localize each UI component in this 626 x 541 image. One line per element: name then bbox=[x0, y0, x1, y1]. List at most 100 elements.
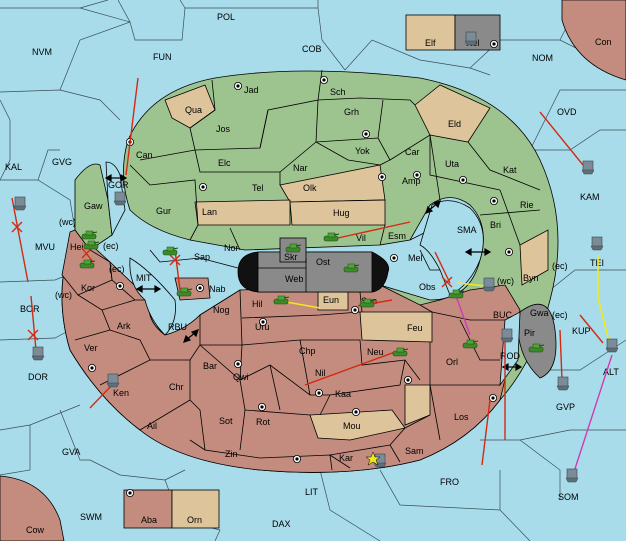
supply-center-dot-icon bbox=[507, 250, 511, 254]
label-kam: KAM bbox=[580, 192, 600, 202]
supply-center-dot-icon bbox=[322, 78, 326, 82]
label-sam: Sam bbox=[405, 446, 424, 456]
supply-center-dot-icon bbox=[354, 410, 358, 414]
orders-red bbox=[11, 77, 604, 466]
army-unit-icon[interactable] bbox=[323, 232, 340, 242]
army-unit-icon[interactable] bbox=[462, 339, 479, 349]
label-cob: COB bbox=[302, 44, 322, 54]
fleet-unit-icon[interactable] bbox=[31, 346, 45, 361]
label-nor: Nor bbox=[224, 243, 239, 253]
label-ovd: OVD bbox=[557, 107, 577, 117]
label-gvp: GVP bbox=[556, 402, 575, 412]
label-gva: GVA bbox=[62, 447, 80, 457]
supply-center-dot-icon bbox=[406, 378, 410, 382]
supply-center-dot-icon bbox=[198, 286, 202, 290]
label-olk: Olk bbox=[303, 183, 317, 193]
label-ver: Ver bbox=[84, 343, 98, 353]
label-dax: DAX bbox=[272, 519, 291, 529]
label-yok: Yok bbox=[355, 146, 370, 156]
label-eun: Eun bbox=[323, 295, 339, 305]
fleet-unit-icon[interactable] bbox=[13, 196, 27, 211]
label-esm: Esm bbox=[388, 231, 406, 241]
coast-tag-wc3: (wc) bbox=[497, 276, 514, 286]
army-unit-icon[interactable] bbox=[162, 246, 179, 256]
label-som: SOM bbox=[558, 492, 579, 502]
label-eld: Eld bbox=[448, 119, 461, 129]
label-nog: Nog bbox=[213, 305, 230, 315]
units bbox=[13, 31, 619, 483]
territory-orn[interactable] bbox=[171, 489, 220, 529]
fleet-unit-icon[interactable] bbox=[482, 277, 496, 292]
army-unit-icon[interactable] bbox=[343, 263, 360, 273]
label-mel: Mel bbox=[408, 253, 423, 263]
territory-pir[interactable] bbox=[517, 303, 557, 379]
army-unit-icon[interactable] bbox=[392, 347, 409, 357]
sea-sma-inlet[interactable] bbox=[419, 200, 484, 296]
fleet-unit-icon[interactable] bbox=[464, 31, 478, 46]
territory-lan[interactable] bbox=[194, 199, 291, 226]
army-unit-icon[interactable] bbox=[176, 287, 193, 297]
label-sch: Sch bbox=[330, 87, 346, 97]
label-car: Car bbox=[405, 147, 420, 157]
label-con: Con bbox=[595, 37, 612, 47]
army-unit-icon[interactable] bbox=[448, 289, 465, 299]
label-grh: Grh bbox=[344, 107, 359, 117]
army-unit-icon[interactable] bbox=[528, 343, 545, 353]
label-lit: LIT bbox=[305, 487, 319, 497]
label-ken: Ken bbox=[113, 388, 129, 398]
fleet-unit-icon[interactable] bbox=[500, 328, 514, 343]
label-byn: Byn bbox=[523, 273, 539, 283]
fleet-unit-icon[interactable] bbox=[556, 376, 570, 391]
label-pol: POL bbox=[217, 12, 235, 22]
territory-byn[interactable] bbox=[519, 229, 549, 286]
label-ost: Ost bbox=[316, 257, 331, 267]
supply-center-dot-icon bbox=[491, 396, 495, 400]
supply-center-dot-icon bbox=[492, 42, 496, 46]
supply-center-dot-icon bbox=[317, 391, 321, 395]
label-skr: Skr bbox=[284, 252, 298, 262]
territory-elf[interactable] bbox=[405, 14, 456, 51]
coast-tag-ec2: (ec) bbox=[109, 264, 125, 274]
territory-cow[interactable] bbox=[0, 475, 65, 541]
label-uta: Uta bbox=[445, 159, 459, 169]
fleet-unit-icon[interactable] bbox=[565, 468, 579, 483]
territory-gaw[interactable] bbox=[74, 163, 113, 251]
sea-rbu-inlet[interactable] bbox=[129, 257, 176, 336]
label-qua: Qua bbox=[185, 105, 202, 115]
army-unit-icon[interactable] bbox=[273, 295, 290, 305]
label-lan: Lan bbox=[202, 207, 217, 217]
label-nom: NOM bbox=[532, 53, 553, 63]
army-unit-icon[interactable] bbox=[359, 298, 376, 308]
label-tei: TEI bbox=[590, 258, 604, 268]
fleet-unit-icon[interactable] bbox=[113, 191, 127, 206]
fleet-unit-icon[interactable] bbox=[590, 236, 604, 251]
label-fro: FRO bbox=[440, 477, 459, 487]
label-los: Los bbox=[454, 412, 469, 422]
fleet-unit-icon[interactable] bbox=[605, 338, 619, 353]
label-rot: Rot bbox=[256, 417, 271, 427]
label-swm: SWM bbox=[80, 512, 102, 522]
army-unit-icon[interactable] bbox=[285, 243, 302, 253]
label-uru: Uru bbox=[255, 322, 270, 332]
coast-tag-ec1: (ec) bbox=[103, 241, 119, 251]
label-nvm: NVM bbox=[32, 47, 52, 57]
label-kal: KAL bbox=[5, 162, 22, 172]
label-gur: Gur bbox=[156, 206, 171, 216]
label-nil: Nil bbox=[315, 368, 326, 378]
supply-center-dot-icon bbox=[201, 185, 205, 189]
label-qwi: Qwi bbox=[233, 372, 249, 382]
supply-center-dot-icon bbox=[261, 320, 265, 324]
label-jad: Jad bbox=[244, 85, 259, 95]
territory-eld[interactable] bbox=[414, 84, 491, 143]
label-nab: Nab bbox=[209, 284, 226, 294]
territory-feu[interactable] bbox=[359, 311, 433, 343]
army-unit-icon[interactable] bbox=[81, 230, 98, 240]
label-can: Can bbox=[136, 150, 153, 160]
fleet-unit-icon[interactable] bbox=[581, 160, 595, 175]
army-unit-icon[interactable] bbox=[83, 240, 100, 250]
fleet-unit-icon[interactable] bbox=[106, 373, 120, 388]
army-unit-icon[interactable] bbox=[79, 259, 96, 269]
label-kup: KUP bbox=[572, 326, 591, 336]
label-pir: Pir bbox=[524, 328, 535, 338]
territory-mou[interactable] bbox=[309, 409, 406, 441]
